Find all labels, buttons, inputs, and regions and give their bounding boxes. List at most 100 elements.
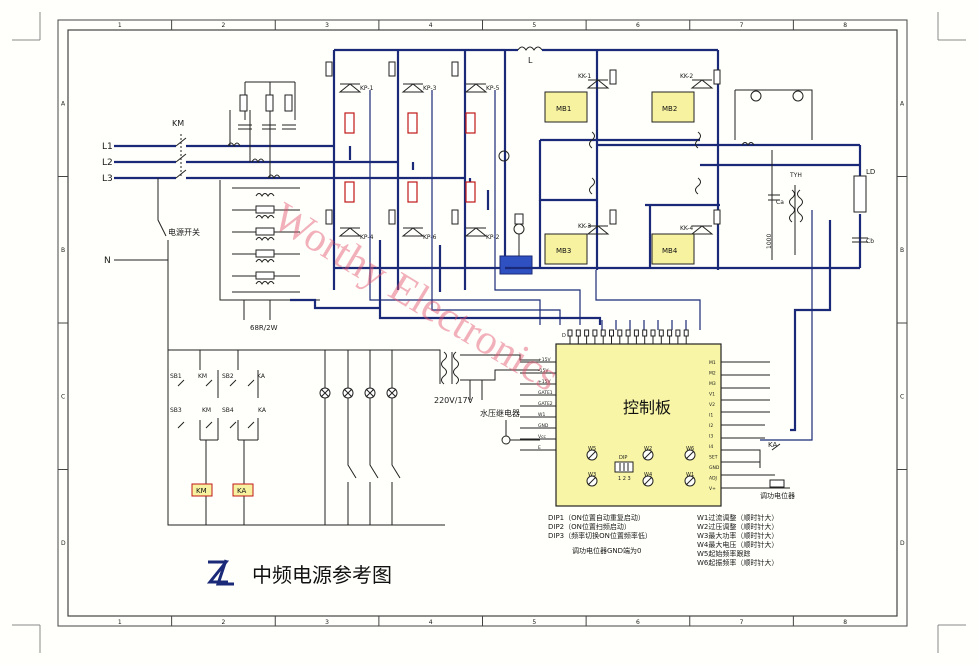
grid-col-top-5: 5: [532, 22, 536, 29]
potentiometer-label: 调功电位器: [760, 491, 795, 500]
tym-label: TYH: [789, 172, 802, 179]
svg-text:SB3: SB3: [170, 407, 182, 414]
control-feeders: [290, 200, 720, 330]
svg-text:W4: W4: [644, 472, 652, 478]
note-right-4: W4最大电压（顺时针大）: [697, 540, 778, 549]
pot-w6: W6: [684, 446, 696, 461]
board-top-pin: [609, 329, 614, 337]
board-right-pin-label: M2: [709, 371, 716, 377]
grid-row-left-D: D: [61, 540, 66, 547]
note-right-5: W5起始频率跟踪: [697, 549, 750, 558]
cb-label: Cb: [866, 238, 874, 245]
thyristor-kp3: KP-3: [401, 83, 437, 93]
board-left-pin-label: GATE1: [538, 390, 553, 396]
grid-row-left-B: B: [61, 247, 65, 254]
km-contactor-label: KM: [172, 119, 184, 128]
water-pressure-icon: [501, 435, 511, 445]
power-switch-label: 电源开关: [168, 227, 200, 237]
svg-text:W5: W5: [588, 446, 596, 452]
smoothing-inductor: L: [505, 46, 718, 65]
grid-row-right-C: C: [900, 393, 904, 400]
svg-text:KK-3: KK-3: [578, 223, 591, 230]
k-label: 1000: [766, 234, 773, 249]
svg-text:KA: KA: [257, 373, 266, 380]
svg-text:MB1: MB1: [556, 105, 571, 113]
board-right-pin-label: I2: [709, 423, 713, 429]
board-right-pin-label: M3: [709, 381, 716, 387]
grid-col-top-8: 8: [843, 22, 847, 29]
grid-col-top-1: 1: [118, 22, 122, 29]
board-right-pin-label: I3: [709, 434, 713, 440]
inverter-kk4: KK-4: [680, 225, 714, 235]
note-left-2: DIP2（ON位置扫频启动）: [548, 522, 631, 531]
note-right-2: W2过压调整（顺时针大）: [697, 522, 778, 531]
svg-text:KK-2: KK-2: [680, 73, 693, 80]
grid-col-bottom-2: 2: [221, 619, 225, 626]
board-left-pin-label: +15V: [538, 357, 551, 363]
label-l1: L1: [102, 142, 113, 152]
label-l2: L2: [102, 158, 113, 168]
ca-label: Ca: [776, 199, 784, 206]
board-right-pin-label: M1: [709, 360, 716, 366]
pot-w2: W2: [642, 446, 654, 461]
board-left-pin-label: E: [538, 445, 541, 451]
pot-w4: W4: [642, 472, 654, 487]
aux-transformer: 220V/17V: [434, 351, 540, 405]
brand-logo: [206, 559, 234, 586]
board-left-pin-label: Vcc: [538, 434, 547, 440]
board-left-pin-label: W1: [538, 412, 545, 418]
resistor-spec-label: 68R/2W: [250, 324, 278, 332]
board-top-pin: [650, 329, 656, 337]
board-top-pin: [575, 329, 581, 337]
module-mb3: [544, 233, 588, 265]
inverter-kk2: KK-2: [680, 73, 714, 89]
note-left-3: DIP3（频率切换ON位置频率低）: [548, 531, 652, 540]
board-right-wiring: KA 调功电位器: [721, 361, 795, 500]
grid-row-left-A: A: [61, 100, 66, 107]
thyristor-kp2: KP-2: [464, 227, 500, 241]
notes-right: W1过流调整（顺时针大） W2过压调整（顺时针大） W3最大功率（顺时针大） W…: [697, 513, 778, 567]
note-right-1: W1过流调整（顺时针大）: [697, 513, 778, 522]
control-board-title: 控制板: [623, 398, 671, 417]
ka-side-label: KA: [768, 441, 777, 449]
board-right-pin-label: V1: [709, 392, 715, 398]
svg-text:KP-2: KP-2: [486, 234, 500, 241]
grid-col-top-2: 2: [221, 22, 225, 29]
notes-left: DIP1（ON位置自动重复启动） DIP2（ON位置扫频启动） DIP3（频率切…: [548, 513, 652, 555]
svg-text:KP-4: KP-4: [360, 234, 374, 241]
grid-col-bottom-4: 4: [429, 619, 433, 626]
grid-row-right-D: D: [900, 540, 905, 547]
svg-text:KK-4: KK-4: [680, 225, 693, 232]
grid-col-bottom-7: 7: [740, 619, 744, 626]
thyristor-kp6: KP-6: [401, 227, 437, 241]
diagram-title: 中频电源参考图: [252, 563, 392, 587]
board-top-pin: [642, 329, 648, 337]
svg-text:KA: KA: [237, 487, 246, 495]
output-tank: TYH Ca 1000 LD Cb: [734, 89, 875, 441]
svg-text:SB2: SB2: [222, 373, 234, 380]
svg-text:SB1: SB1: [170, 373, 182, 380]
ka-coil: [232, 483, 254, 497]
svg-text:DIP: DIP: [619, 455, 627, 461]
grid-col-top-3: 3: [325, 22, 329, 29]
input-snubber: 68R/2W: [219, 81, 320, 332]
svg-text:W2: W2: [644, 446, 652, 452]
input-lines: L1 L2 L3 N KM 电源开关: [102, 119, 465, 526]
board-top-pin: [567, 329, 573, 337]
grid-col-bottom-5: 5: [532, 619, 536, 626]
thyristor-kp5: KP-5: [464, 83, 500, 93]
module-mb4: [651, 233, 695, 265]
transformer-label: 220V/17V: [434, 396, 474, 405]
grid-col-bottom-1: 1: [118, 619, 122, 626]
grid-row-right-B: B: [900, 247, 904, 254]
module-mb1: [544, 91, 588, 123]
meter-circle-2: [513, 223, 525, 235]
grid-col-bottom-3: 3: [325, 619, 329, 626]
svg-text:KP-5: KP-5: [486, 85, 500, 92]
title-block: 中频电源参考图: [206, 559, 392, 587]
svg-text:KM: KM: [196, 487, 207, 495]
grid-col-top-7: 7: [740, 22, 744, 29]
